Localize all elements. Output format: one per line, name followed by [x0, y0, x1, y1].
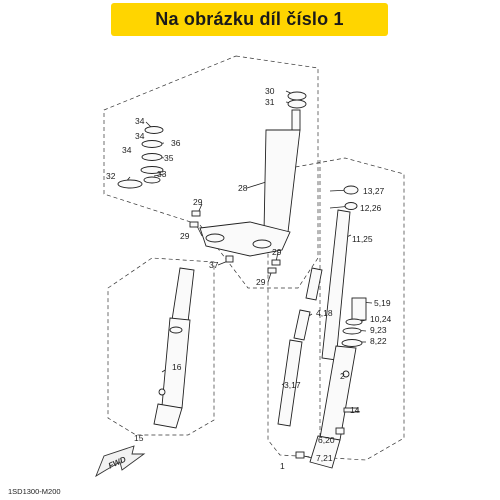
part-label-8-22: 8,22	[370, 336, 387, 346]
bolts	[189, 210, 281, 274]
part-label-34-b: 34	[135, 131, 145, 141]
part-label-31: 31	[265, 97, 275, 107]
part-label-36: 36	[171, 138, 181, 148]
part-label-33: 33	[157, 169, 167, 179]
right-fork-inner-tube	[277, 185, 359, 427]
part-label-29-b: 29	[180, 231, 190, 241]
part-label-5-19: 5,19	[374, 298, 391, 308]
part-label-34-c: 34	[122, 145, 132, 155]
part-label-35: 35	[164, 153, 174, 163]
stem-group-outline	[103, 55, 319, 289]
right-fork-group-outline	[267, 157, 405, 461]
left-fork-tube	[153, 267, 195, 429]
part-label-28: 28	[238, 183, 248, 193]
fwd-arrow: FWD	[95, 445, 146, 478]
part-label-30: 30	[265, 86, 275, 96]
part-label-29-c: 29	[272, 247, 282, 257]
part-label-2: 2	[340, 371, 345, 381]
diagram-code: 1SD1300-M200	[8, 487, 61, 496]
part-label-13-27: 13,27	[363, 186, 385, 196]
part-label-9-23: 9,23	[370, 325, 387, 335]
part-label-12-26: 12,26	[360, 203, 382, 213]
part-label-15: 15	[134, 433, 144, 443]
part-label-3-17: 3,17	[284, 380, 301, 390]
part-label-29-d: 29	[256, 277, 266, 287]
part-label-7-21: 7,21	[316, 453, 333, 463]
part-label-34-a: 34	[135, 116, 145, 126]
part-label-37: 37	[209, 260, 219, 270]
left-fork-group-outline	[107, 257, 215, 436]
part-label-11-25: 11,25	[352, 234, 373, 244]
part-label-6-20: 6,20	[318, 435, 335, 445]
part-label-10-24: 10,24	[370, 314, 392, 324]
part-label-14: 14	[350, 405, 360, 415]
title-text: Na obrázku díl číslo 1	[155, 9, 344, 29]
part-label-32: 32	[106, 171, 116, 181]
part-label-1: 1	[280, 461, 285, 471]
steering-stem	[199, 91, 307, 257]
title-banner: Na obrázku díl číslo 1	[111, 3, 388, 36]
right-fork-outer-tube	[295, 297, 367, 469]
group-boundaries	[103, 55, 405, 461]
part-label-29-a: 29	[193, 197, 203, 207]
bearing-stack	[117, 126, 164, 189]
part-label-16: 16	[172, 362, 182, 372]
part-numbers: 30 31 34 34 36 34 35 32 33 28 29 29 29 3…	[106, 86, 392, 471]
part-label-4-18: 4,18	[316, 308, 333, 318]
